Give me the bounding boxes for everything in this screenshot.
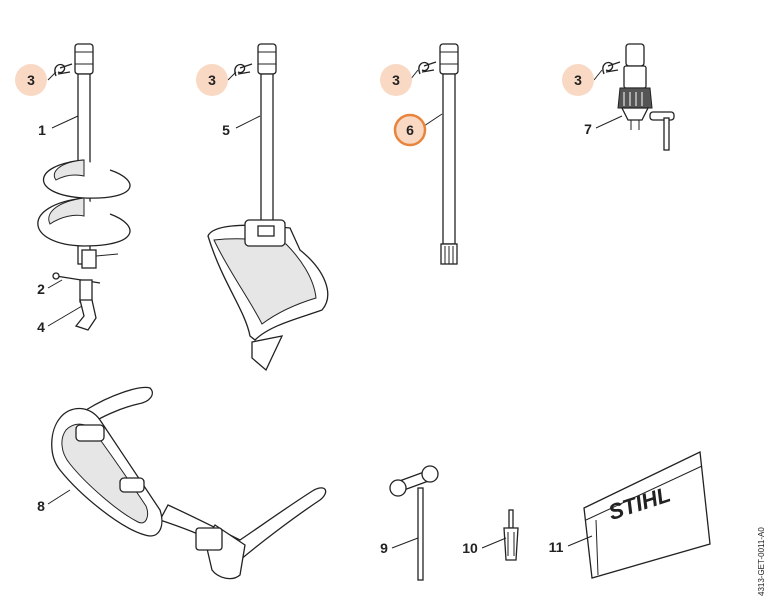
- callout-highlight: [380, 64, 412, 96]
- callout-number: 3: [574, 72, 582, 88]
- callout-highlight-ring: [393, 113, 427, 147]
- part-pin: [52, 272, 101, 284]
- callout-number: 3: [208, 72, 216, 88]
- part-drill-chuck: [617, 43, 675, 151]
- callout-8: 8: [37, 498, 45, 514]
- callout-10: 10: [462, 540, 478, 556]
- part-cutting-tip: [74, 279, 97, 331]
- part-combination-wrench: [389, 465, 439, 581]
- callout-3a: 3: [15, 64, 47, 96]
- part-handlebar: [51, 386, 327, 580]
- callout-9: 9: [380, 540, 388, 556]
- callout-3c: 3: [380, 64, 412, 96]
- callout-number: 3: [392, 72, 400, 88]
- callout-6: 6: [393, 113, 427, 147]
- callout-3d: 3: [562, 64, 594, 96]
- callout-highlight: [562, 64, 594, 96]
- callout-11: 11: [549, 539, 564, 555]
- part-scoop: [207, 43, 329, 372]
- callout-5: 5: [222, 122, 230, 138]
- part-tool-pouch: STIHL: [583, 451, 711, 579]
- leader-lines: [47, 69, 623, 549]
- part-extension-shaft: [439, 43, 459, 265]
- callout-2: 2: [37, 281, 45, 297]
- part-clip: [234, 63, 253, 77]
- callout-highlight: [196, 64, 228, 96]
- part-clip: [602, 61, 621, 75]
- callout-number: 6: [406, 122, 414, 138]
- part-clip: [54, 63, 73, 77]
- reference-code: 4313-GET-0011-A0: [757, 527, 766, 596]
- callout-highlight: [15, 64, 47, 96]
- callout-number: 3: [27, 72, 35, 88]
- part-screwdriver: [503, 509, 519, 561]
- part-auger: [37, 43, 131, 269]
- callout-4: 4: [37, 319, 45, 335]
- callout-3b: 3: [196, 64, 228, 96]
- callout-7: 7: [584, 121, 592, 137]
- callout-1: 1: [38, 122, 46, 138]
- part-clip: [418, 61, 437, 75]
- part-clip-group: [54, 61, 621, 77]
